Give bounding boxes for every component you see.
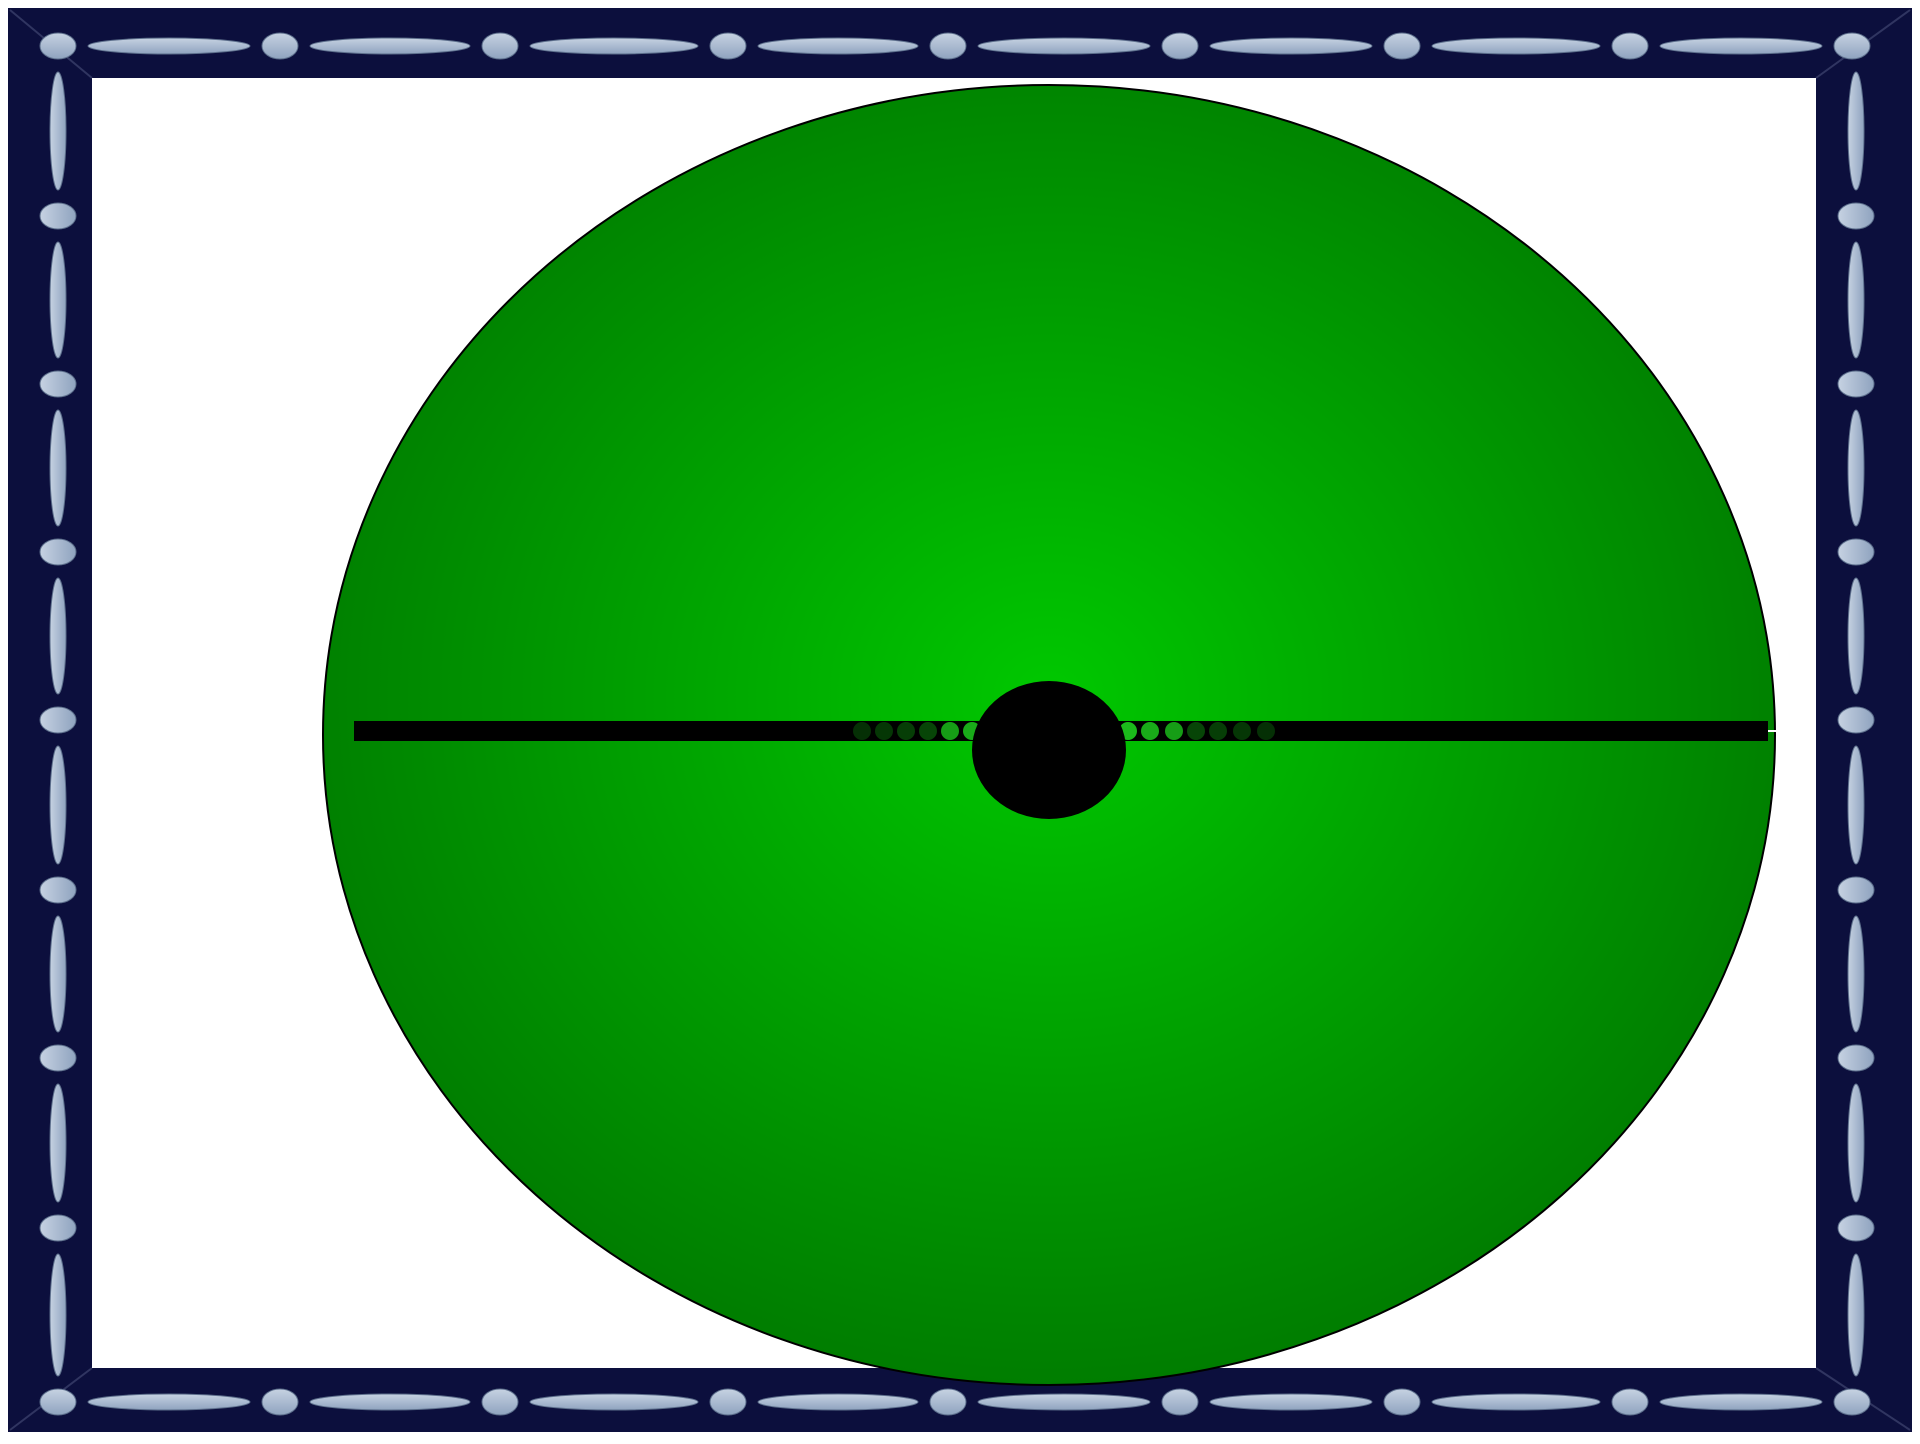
axle-dot — [941, 722, 959, 740]
frame-bar-right — [1848, 916, 1864, 1032]
frame-bead-left — [40, 203, 76, 229]
frame-bead-bottom — [710, 1389, 746, 1415]
frame-bar-top — [88, 38, 250, 54]
frame-bar-right — [1848, 746, 1864, 864]
frame-bar-right — [1848, 410, 1864, 526]
frame-bead-left — [40, 1045, 76, 1071]
frame-bead-top — [262, 33, 298, 59]
axle-dot — [1233, 722, 1251, 740]
frame-bead-left — [40, 539, 76, 565]
frame-bar-left — [50, 916, 66, 1032]
frame-bar-bottom — [310, 1394, 470, 1410]
frame-bar-top — [978, 38, 1150, 54]
frame-bar-right — [1848, 1254, 1864, 1376]
frame-bead-top — [930, 33, 966, 59]
axle-dot — [1209, 722, 1227, 740]
frame-bead-top — [1834, 33, 1870, 59]
frame-bar-left — [50, 746, 66, 864]
frame-bar-top — [758, 38, 918, 54]
frame-bar-top — [1210, 38, 1372, 54]
frame-bead-right — [1838, 877, 1874, 903]
frame-bar-top — [1660, 38, 1822, 54]
frame-bead-right — [1838, 371, 1874, 397]
frame-bead-top — [482, 33, 518, 59]
frame-bar-right — [1848, 578, 1864, 694]
axle-dot — [1141, 722, 1159, 740]
frame-bead-left — [40, 1215, 76, 1241]
axle-dot — [1187, 722, 1205, 740]
frame-bead-top — [710, 33, 746, 59]
frame-bead-top — [1162, 33, 1198, 59]
frame-bar-bottom — [978, 1394, 1150, 1410]
frame-bead-bottom — [40, 1389, 76, 1415]
frame-bar-left — [50, 1084, 66, 1202]
frame-bar-right — [1848, 1084, 1864, 1202]
frame-bead-right — [1838, 1215, 1874, 1241]
frame-bar-bottom — [758, 1394, 918, 1410]
frame-bead-bottom — [482, 1389, 518, 1415]
frame-bead-right — [1838, 539, 1874, 565]
frame-bead-top — [1612, 33, 1648, 59]
axle-dot — [1257, 722, 1275, 740]
frame-bead-right — [1838, 707, 1874, 733]
frame-bead-left — [40, 707, 76, 733]
frame-bead-left — [40, 371, 76, 397]
frame-bead-bottom — [1384, 1389, 1420, 1415]
frame-bead-right — [1838, 1045, 1874, 1071]
frame-bar-top — [530, 38, 698, 54]
axle-dot — [1165, 722, 1183, 740]
frame-bead-bottom — [1834, 1389, 1870, 1415]
frame-bar-bottom — [1660, 1394, 1822, 1410]
frame-bead-bottom — [930, 1389, 966, 1415]
frame-bar-bottom — [88, 1394, 250, 1410]
frame-bar-right — [1848, 72, 1864, 190]
frame-bead-left — [40, 877, 76, 903]
axle-dot — [897, 722, 915, 740]
frame-bead-right — [1838, 203, 1874, 229]
frame-bar-left — [50, 242, 66, 358]
axle-dot — [875, 722, 893, 740]
axle-dot — [853, 722, 871, 740]
frame-bar-left — [50, 578, 66, 694]
frame-bar-bottom — [1210, 1394, 1372, 1410]
frame-bead-top — [40, 33, 76, 59]
axle-dot — [919, 722, 937, 740]
frame-bar-bottom — [530, 1394, 698, 1410]
frame-bead-bottom — [1162, 1389, 1198, 1415]
frame-bead-bottom — [262, 1389, 298, 1415]
frame-bar-top — [1432, 38, 1600, 54]
frame-bead-bottom — [1612, 1389, 1648, 1415]
frame-bead-top — [1384, 33, 1420, 59]
frame-bar-left — [50, 1254, 66, 1376]
center-hub — [972, 681, 1126, 819]
frame-bar-left — [50, 410, 66, 526]
frame-bar-bottom — [1432, 1394, 1600, 1410]
frame-bar-left — [50, 72, 66, 190]
frame-bar-right — [1848, 242, 1864, 358]
frame-bar-top — [310, 38, 470, 54]
